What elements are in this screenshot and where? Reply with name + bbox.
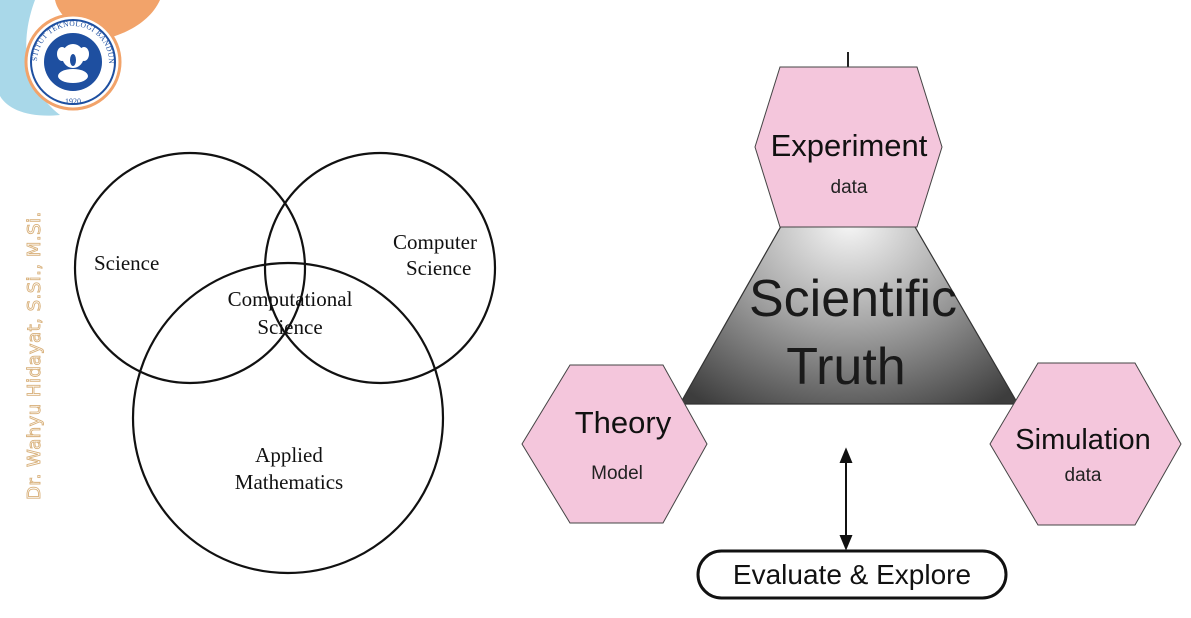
double-arrow-left-icon <box>721 248 743 272</box>
venn-label-science: Science <box>94 251 159 275</box>
scientific-truth-diagram: Experiment data Theory Model Simulation … <box>521 52 1182 600</box>
itb-logo: INSTITUT TEKNOLOGI BANDUNG 1920 <box>0 0 160 116</box>
evaluate-explore-label: Evaluate & Explore <box>733 559 971 590</box>
venn-circle-science <box>73 151 307 385</box>
center-label-scientific: Scientific <box>749 270 957 328</box>
simulation-hexagon <box>989 362 1182 526</box>
venn-circle-applied-mathematics <box>131 261 445 575</box>
theory-sub: Model <box>591 463 643 484</box>
logo-year: 1920 <box>65 97 81 106</box>
theory-title: Theory <box>575 405 672 440</box>
theory-hexagon <box>521 364 708 524</box>
venn-circle-computer-science <box>263 151 497 385</box>
experiment-hexagon <box>754 66 943 228</box>
venn-label-computer-science: Science <box>406 256 471 280</box>
experiment-sub: data <box>831 177 868 198</box>
venn-label-computational-science: Science <box>257 315 322 339</box>
simulation-sub: data <box>1065 465 1102 486</box>
double-arrow-bottom-icon <box>823 432 869 444</box>
venn-label-computational: Computational <box>228 287 353 311</box>
simulation-title: Simulation <box>1015 424 1150 456</box>
venn-diagram <box>73 151 497 575</box>
experiment-title: Experiment <box>771 128 928 163</box>
center-label-truth: Truth <box>786 338 905 396</box>
venn-label-applied: Applied <box>255 443 323 467</box>
scientific-truth-triangle <box>679 109 1019 405</box>
vertical-double-arrow-icon <box>839 447 853 551</box>
double-arrow-right-icon <box>957 250 980 280</box>
evaluate-explore-box <box>696 549 1008 600</box>
logo-swoosh-blue <box>0 0 60 116</box>
venn-label-computer: Computer <box>393 230 477 254</box>
venn-label-mathematics: Mathematics <box>235 470 343 494</box>
author-watermark: Dr. Wahyu Hidayat, S.Si., M.Si. <box>24 211 46 501</box>
